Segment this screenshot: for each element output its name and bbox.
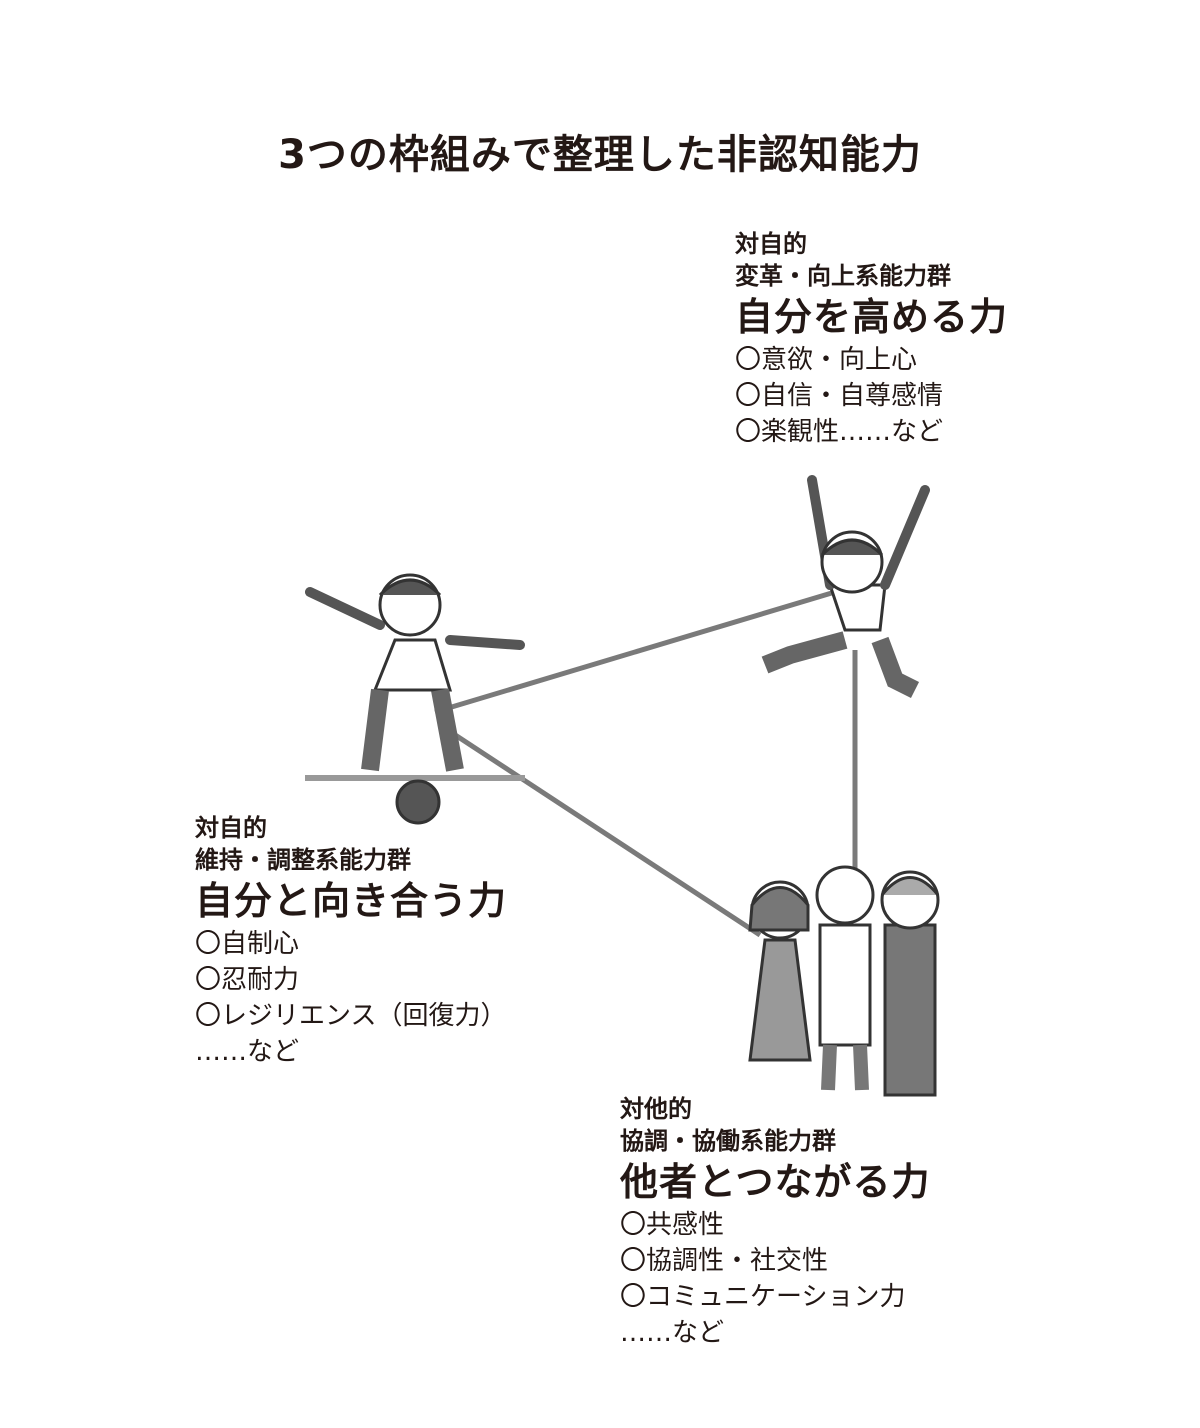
connector-lines bbox=[434, 589, 858, 938]
list-item: 〇共感性 bbox=[620, 1210, 725, 1240]
group-subcategory: 協調・協働系能力群 bbox=[620, 1127, 836, 1155]
list-item: 〇協調性・社交性 bbox=[620, 1246, 829, 1276]
list-item: ……など bbox=[620, 1318, 725, 1348]
balancing-boy-figure bbox=[305, 573, 525, 825]
list-item: 〇自信・自尊感情 bbox=[735, 381, 944, 411]
group-heading: 自分を高める力 bbox=[735, 295, 1009, 339]
list-item: 〇忍耐力 bbox=[195, 965, 300, 995]
line-balance-to-jump bbox=[434, 589, 836, 715]
group-category: 対自的 bbox=[195, 814, 267, 842]
group-category: 対自的 bbox=[735, 230, 807, 258]
group-heading: 他者とつながる力 bbox=[620, 1160, 931, 1204]
group-heading: 自分と向き合う力 bbox=[195, 879, 508, 923]
line-balance-to-group bbox=[438, 722, 762, 938]
group-self-regulation: 対自的 維持・調整系能力群 自分と向き合う力 〇自制心 〇忍耐力 〇レジリエンス… bbox=[195, 812, 507, 1070]
group-of-people-figure bbox=[748, 865, 940, 1097]
list-item: 〇レジリエンス（回復力） bbox=[195, 1001, 507, 1031]
jumping-boy-figure bbox=[761, 475, 930, 699]
list-item: 〇意欲・向上心 bbox=[735, 345, 918, 375]
list-item: 〇自制心 bbox=[195, 929, 300, 959]
group-subcategory: 維持・調整系能力群 bbox=[195, 846, 411, 874]
list-item: 〇コミュニケーション力 bbox=[620, 1282, 906, 1312]
group-subcategory: 変革・向上系能力群 bbox=[735, 262, 951, 290]
group-category: 対他的 bbox=[620, 1095, 692, 1123]
list-item: 〇楽観性……など bbox=[735, 417, 944, 447]
page-title: 3つの枠組みで整理した非認知能力 bbox=[278, 132, 922, 178]
group-connecting-others: 対他的 協調・協働系能力群 他者とつながる力 〇共感性 〇協調性・社交性 〇コミ… bbox=[620, 1093, 930, 1351]
list-item: ……など bbox=[195, 1037, 300, 1067]
group-self-improvement: 対自的 変革・向上系能力群 自分を高める力 〇意欲・向上心 〇自信・自尊感情 〇… bbox=[735, 228, 1008, 450]
